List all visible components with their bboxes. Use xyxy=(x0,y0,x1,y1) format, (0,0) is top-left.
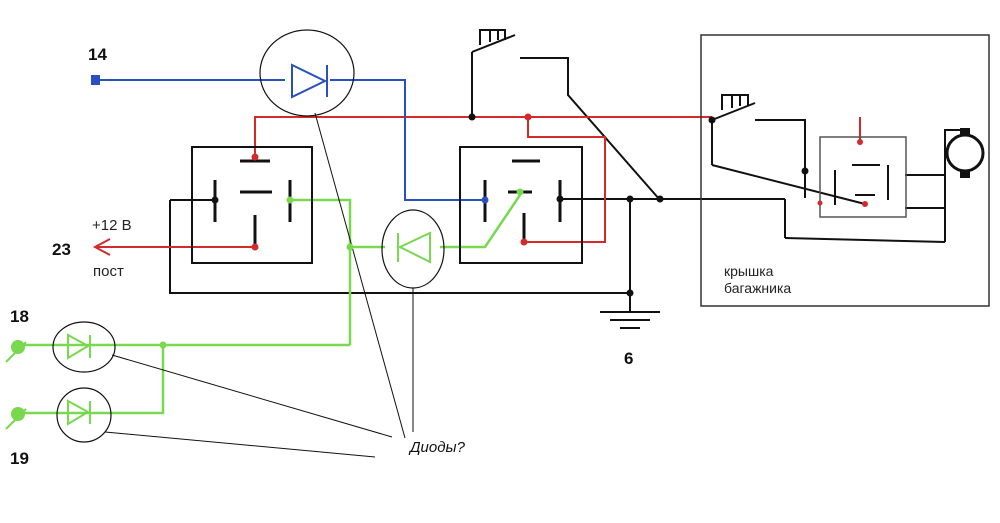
relay-icon xyxy=(191,146,313,264)
supply-kind-label: пост xyxy=(93,263,124,280)
terminal-18-dot xyxy=(11,340,25,354)
trunk-label-line1: крышка xyxy=(724,263,774,279)
green-19-wire xyxy=(20,345,165,415)
green-terminal-stubs xyxy=(5,341,27,430)
terminal-19-dot xyxy=(11,407,25,421)
terminal-14-plug xyxy=(91,75,100,85)
green-middle-relay-wire xyxy=(440,194,522,249)
ground-icon xyxy=(600,293,660,329)
blue-wiring xyxy=(95,79,485,201)
terminal-18-label: 18 xyxy=(10,307,29,326)
black-wiring xyxy=(169,52,960,294)
trunk-motor-upper xyxy=(944,129,960,175)
diode-icon xyxy=(397,231,431,264)
relay-middle xyxy=(459,146,583,264)
green-terminals xyxy=(11,340,25,421)
terminal-23-label: 23 xyxy=(52,240,71,259)
terminal-19-label: 19 xyxy=(10,449,29,468)
highlight-circle xyxy=(56,387,112,443)
trunk-bus-wire-3 xyxy=(784,237,946,243)
relay-icon xyxy=(459,146,583,264)
diode-highlights xyxy=(52,29,445,443)
diode-icon xyxy=(67,333,91,360)
green-junction-dots xyxy=(159,188,524,349)
trunk-outline xyxy=(700,34,990,307)
highlight-circle xyxy=(52,321,116,373)
diode-icon xyxy=(67,399,91,426)
supply-voltage-label: +12 В xyxy=(92,217,132,234)
terminal-6-label: 6 xyxy=(624,349,633,368)
red-wiring xyxy=(95,116,861,248)
red-main-wire xyxy=(254,116,712,157)
red-arrowhead xyxy=(92,238,111,256)
junction-dots xyxy=(211,113,809,297)
trunk-inner-wire xyxy=(711,164,866,205)
red-junction-dots xyxy=(251,113,868,251)
pointer-lines xyxy=(104,112,414,458)
highlight-circle xyxy=(259,29,355,117)
diodes-question-label: Диоды? xyxy=(408,439,466,456)
blue-junction-dots xyxy=(481,196,489,204)
switch-icon xyxy=(711,94,756,121)
highlight-circle xyxy=(381,209,445,289)
switch-icon xyxy=(471,29,516,53)
motor-icon xyxy=(945,133,985,173)
terminal-14-label: 14 xyxy=(88,45,107,64)
red-middle-loop xyxy=(524,117,606,243)
relay-icon xyxy=(819,136,907,218)
green-left-relay-wire xyxy=(290,198,352,345)
switch-right-wire xyxy=(520,57,661,201)
trunk-box xyxy=(700,34,990,307)
diode-icon xyxy=(291,63,328,99)
blue-output-wire xyxy=(330,79,485,201)
trunk-label-line2: багажника xyxy=(724,280,791,296)
